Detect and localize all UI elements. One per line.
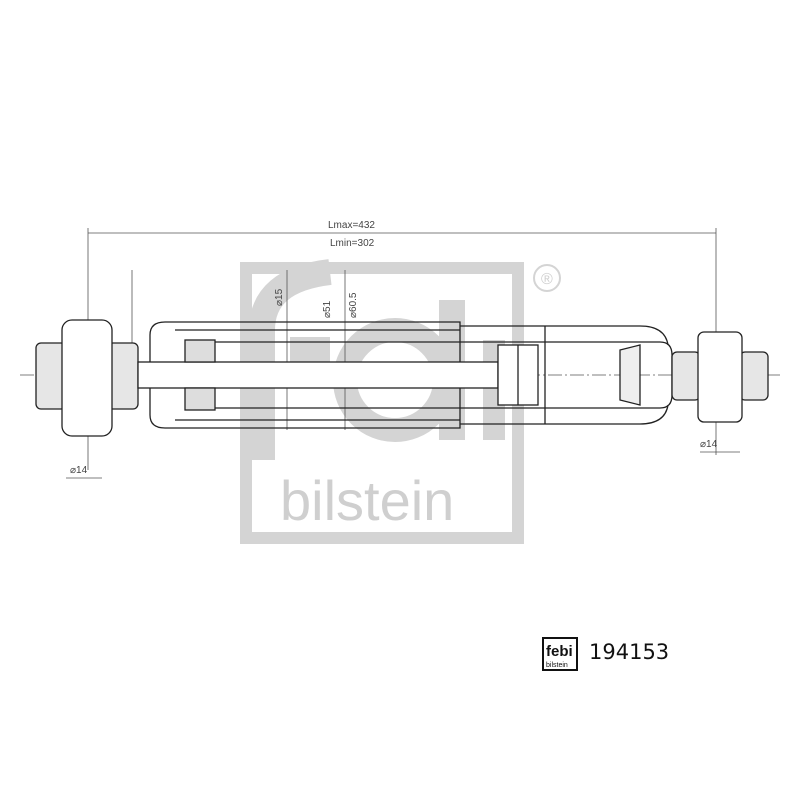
registered-mark: ®	[541, 271, 553, 288]
watermark-bilstein: bilstein	[280, 469, 454, 532]
logo-febi-text: febi	[546, 643, 573, 660]
outer-tube-diameter-label: ⌀60.5	[348, 292, 359, 318]
lmin-label: Lmin=302	[330, 238, 375, 249]
right-eye-diameter-label: ⌀14	[700, 439, 718, 450]
febi-bilstein-logo: febi bilstein	[542, 637, 578, 671]
watermark-logo: bilstein ®	[240, 259, 561, 544]
lmax-label: Lmax=432	[328, 220, 375, 231]
left-eye-diameter-label: ⌀14	[70, 465, 88, 476]
right-eye	[697, 331, 743, 423]
shock-body	[35, 319, 769, 437]
left-eye	[61, 319, 113, 437]
part-number: 194153	[589, 640, 670, 664]
piston-rod	[137, 361, 499, 389]
logo-bilstein-text: bilstein	[546, 662, 568, 669]
dust-cover	[149, 321, 461, 429]
rod-diameter-label: ⌀15	[274, 288, 285, 306]
right-bushing	[739, 351, 769, 401]
base-valve	[619, 344, 641, 406]
inner-tube-diameter-label: ⌀51	[322, 300, 333, 318]
